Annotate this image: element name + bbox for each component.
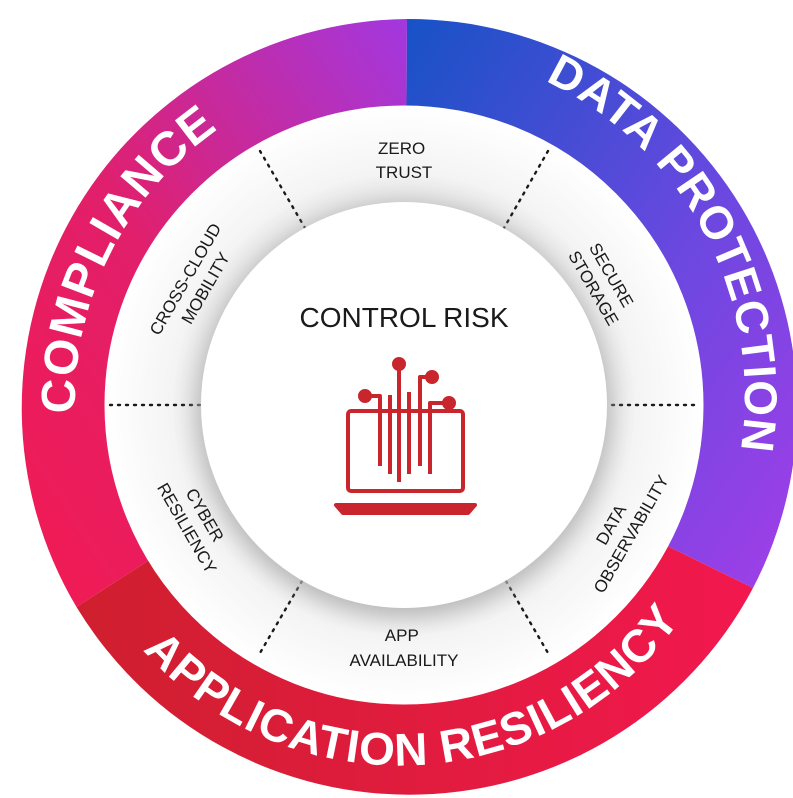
segment-label-zero-trust: ZERO TRUST	[376, 139, 433, 182]
divider-line	[258, 149, 307, 230]
segment-ring-edge	[104, 105, 704, 705]
segment-label-app-availability: APP AVAILABILITY	[350, 626, 459, 670]
divider-line	[504, 579, 550, 655]
segment-label-line: TRUST	[376, 163, 433, 182]
center-disk	[201, 202, 607, 608]
center-title: CONTROL RISK	[300, 302, 509, 333]
segment-dividers	[108, 149, 702, 655]
segment-label-line: APP	[385, 626, 419, 645]
divider-line	[258, 579, 304, 655]
laptop-circuit-icon	[334, 357, 477, 515]
segment-label-line: ZERO	[378, 139, 425, 158]
divider-line	[502, 149, 550, 230]
segment-label-line: AVAILABILITY	[350, 651, 459, 670]
